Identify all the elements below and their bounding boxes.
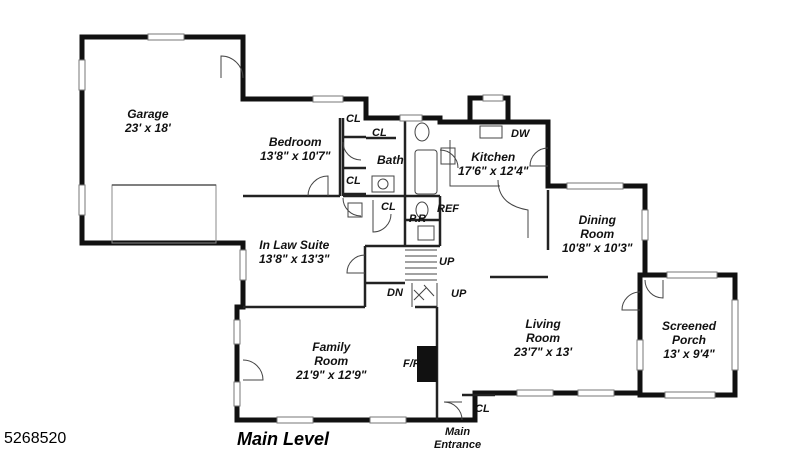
bedroom-name: Bedroom [268,135,322,149]
refrigerator-label: REF [437,203,459,215]
closet-label-5: CL [475,403,490,415]
kitchen-sink [479,125,503,139]
suite-sink [347,202,363,218]
main-entrance-label: Main Entrance [434,426,481,451]
pr-toilet [415,201,429,219]
fireplace-label: F/P [403,358,421,370]
fixtures [347,122,503,241]
garage-dims: 23' x 18' [125,120,171,135]
bathtub [414,149,438,195]
living-name-2: Room [526,330,561,345]
family-dims: 21'9" x 12'9" [296,367,367,382]
dining-name-1: Dining [578,213,616,227]
living-label: Living Room 23'7" x 13' [514,317,573,359]
listing-number: 5268520 [4,430,67,447]
pr-sink [417,225,435,241]
inlaw-name: In Law Suite [259,238,330,252]
bath-label: Bath [377,153,404,168]
floor-title: Main Level [237,429,330,449]
toilet [414,122,430,142]
kitchen-name: Kitchen [471,150,516,164]
interior-walls [243,118,550,420]
family-name-1: Family [312,340,351,354]
living-dims: 23'7" x 13' [514,344,573,359]
porch-label: Screened Porch 13' x 9'4" [662,319,717,361]
dining-label: Dining Room 10'8" x 10'3" [562,213,633,255]
garage-label: Garage 23' x 18' [125,107,171,136]
kitchen-label: Kitchen 17'6" x 12'4" [458,150,529,179]
family-label: Family Room 21'9" x 12'9" [296,340,367,382]
porch-dims: 13' x 9'4" [663,346,715,361]
dining-name-2: Room [580,226,615,241]
garage-door [111,184,217,244]
closet-label-3: CL [346,175,361,187]
closet-label-2: CL [372,127,387,139]
family-name-2: Room [314,353,349,368]
stove [440,147,456,165]
stairs-up-label-1: UP [439,256,455,268]
dishwasher-label: DW [511,128,530,140]
garage-name: Garage [127,107,169,121]
entrance-line-1: Main [445,426,471,438]
bath-name: Bath [377,153,404,167]
entrance-line-2: Entrance [434,438,482,451]
bath-sink [377,178,389,190]
inlaw-label: In Law Suite 13'8" x 13'3" [259,238,330,267]
windows [78,33,739,424]
stairs-up-label-2: UP [451,288,467,300]
stairs [405,249,438,307]
powder-room-label: P.R [409,213,426,225]
inlaw-dims: 13'8" x 13'3" [259,251,330,266]
stairs-down-label: DN [387,287,403,299]
closet-label-4: CL [381,201,396,213]
bedroom-dims: 13'8" x 10'7" [260,148,331,163]
bedroom-label: Bedroom 13'8" x 10'7" [260,135,331,164]
kitchen-counter [497,179,529,238]
living-name-1: Living [525,317,561,331]
porch-name-2: Porch [672,332,707,347]
dining-dims: 10'8" x 10'3" [562,240,633,255]
closet-label-1: CL [346,113,361,125]
porch-name-1: Screened [662,319,717,333]
fireplace [417,346,437,382]
kitchen-dims: 17'6" x 12'4" [458,163,529,178]
